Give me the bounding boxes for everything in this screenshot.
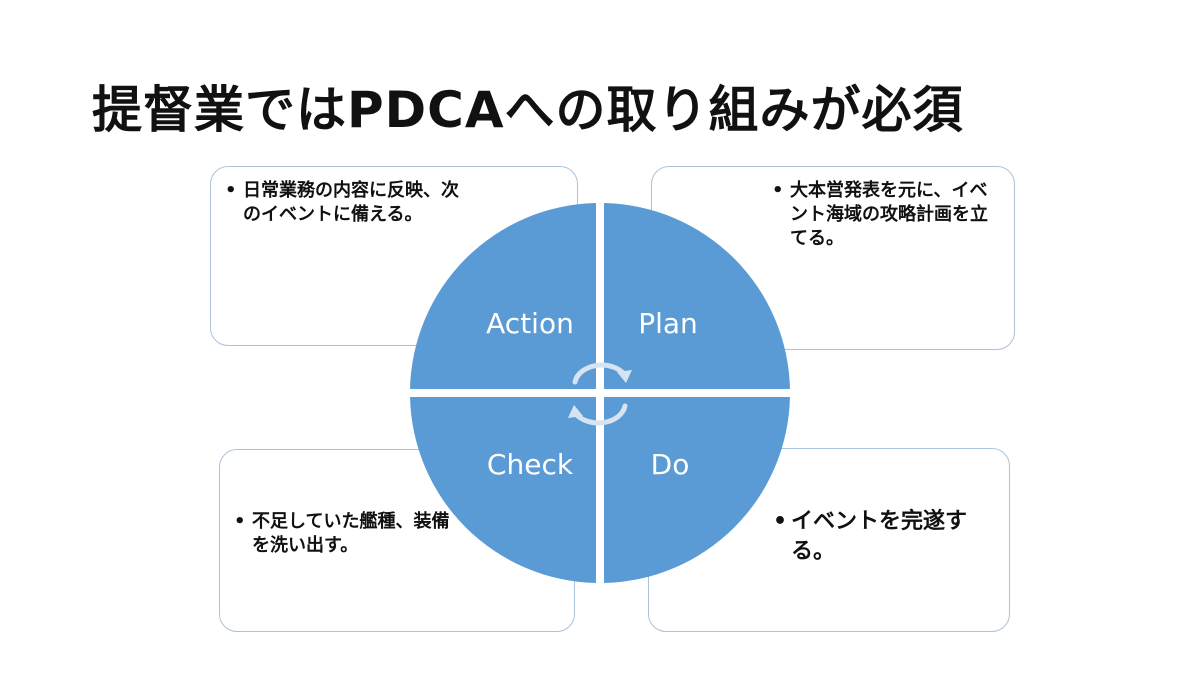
action-bullet-item: • 日常業務の内容に反映、次のイベントに備える。 [225,179,475,227]
check-label: Check [487,448,574,481]
bullet: • [234,511,246,532]
action-label: Action [486,307,574,340]
upper-arc-arrow [572,362,628,385]
do-description: イベントを完遂する。 [791,509,968,564]
action-description: 日常業務の内容に反映、次のイベントに備える。 [243,180,459,225]
check-quadrant [410,397,596,583]
do-quadrant [604,397,790,583]
lower-arrowhead [568,405,583,418]
do-label: Do [651,448,690,481]
plan-label: Plan [638,307,698,340]
check-description: 不足していた艦種、装備を洗い出す。 [252,511,450,556]
bullet: • [772,180,784,201]
bullet: • [773,509,788,534]
page-title: 提督業ではPDCAへの取り組みが必須 [92,81,964,139]
plan-bullet-item: • 大本営発表を元に、イベント海域の攻略計画を立てる。 [772,179,1002,251]
plan-description: 大本営発表を元に、イベント海域の攻略計画を立てる。 [790,180,988,249]
action-quadrant [410,203,596,389]
do-bullet-item: •イベントを完遂する。 [773,507,1003,567]
lower-arc-arrow [572,403,628,426]
cycle-arrows-icon [572,362,628,426]
check-bullet-item: • 不足していた艦種、装備を洗い出す。 [234,510,454,558]
plan-quadrant [604,203,790,389]
bullet: • [225,180,237,201]
upper-arrowhead [617,370,632,383]
